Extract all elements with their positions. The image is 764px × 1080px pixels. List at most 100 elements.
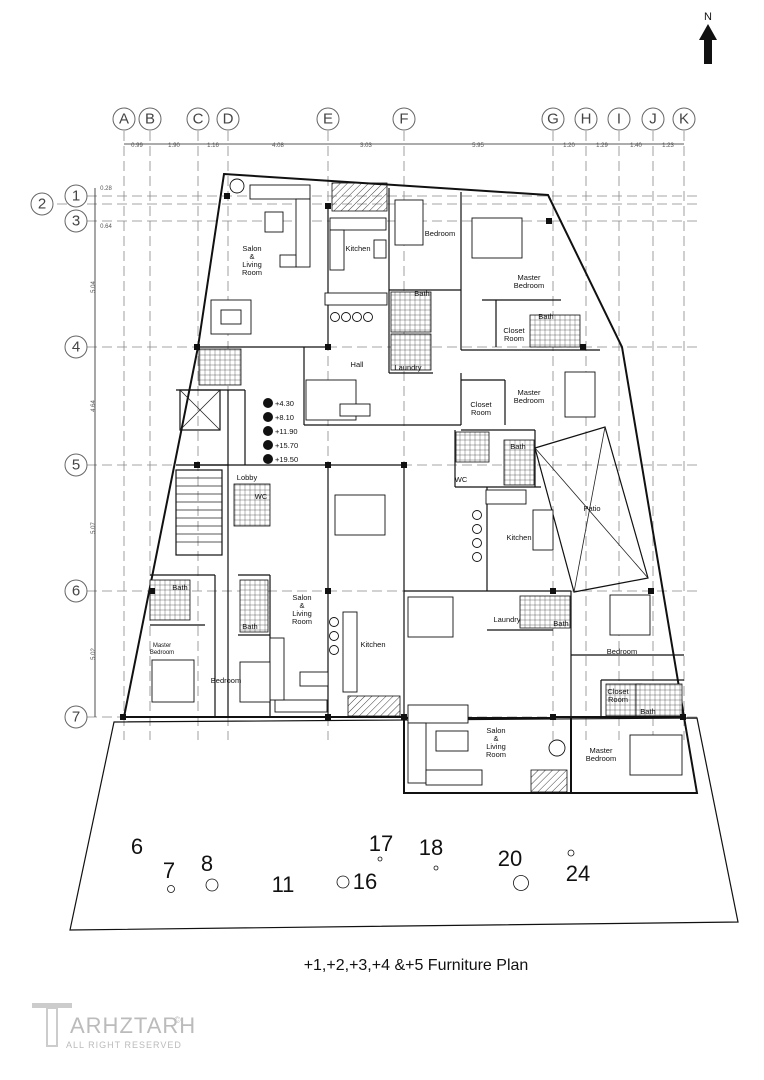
room-closet-e-2: Room xyxy=(471,408,491,417)
hatch-panel-n xyxy=(331,182,388,212)
dim-cd: 1.16 xyxy=(207,143,219,149)
room-master-e-2: Bedroom xyxy=(514,396,544,405)
level-2: +8.10 xyxy=(275,413,294,422)
room-bath-sw: Bath xyxy=(242,622,257,631)
grid-col-k: K xyxy=(679,111,689,128)
room-closet-ne-1: Closet xyxy=(503,326,525,335)
watermark-brand: ARHZTARH xyxy=(70,1013,196,1038)
room-patio: Patio xyxy=(583,504,600,513)
room-bedroom-se: Bedroom xyxy=(607,647,637,656)
grid-col-h: H xyxy=(581,111,592,128)
room-bath-ne: Bath xyxy=(538,312,553,321)
level-4: +15.70 xyxy=(275,441,298,450)
level-markers: +4.30 +8.10 +11.90 +15.70 +19.50 xyxy=(263,398,298,464)
patio xyxy=(534,426,649,593)
room-salon-nw-2: & xyxy=(249,252,254,261)
north-label: N xyxy=(704,11,712,23)
grid-row-1: 1 xyxy=(72,188,80,205)
hatch-panel-se xyxy=(530,769,568,793)
room-master-se-2: Bedroom xyxy=(586,754,616,763)
room-salon-se-2: & xyxy=(493,734,498,743)
parking-17: 17 xyxy=(369,831,393,856)
structural-columns xyxy=(120,193,686,720)
room-closet-ne-2: Room xyxy=(504,334,524,343)
dim-row-504: 5.04 xyxy=(91,281,97,293)
watermark-logo: ARHZTARH © ALL RIGHT RESERVED xyxy=(32,1003,196,1050)
room-closet-e-1: Closet xyxy=(470,400,492,409)
room-bedroom-n: Bedroom xyxy=(425,229,455,238)
grid-col-j: J xyxy=(649,111,657,128)
dim-row-464: 4.64 xyxy=(91,400,97,412)
room-master-ne-1: Master xyxy=(518,273,541,282)
room-salon-nw-1: Salon xyxy=(242,244,261,253)
room-salon-s-1: Salon xyxy=(292,593,311,602)
row-dimensions: 0.28 0.64 5.04 4.64 5.07 5.02 xyxy=(91,186,112,717)
watermark-copyright: © xyxy=(174,1015,181,1025)
room-master-sw-1: Master xyxy=(153,643,171,649)
parking-11: 11 xyxy=(272,872,295,897)
room-bedroom-sw: Bedroom xyxy=(211,676,241,685)
parking-6: 6 xyxy=(131,834,143,859)
wet-areas xyxy=(149,291,683,717)
dim-ij: 1.40 xyxy=(630,143,642,149)
dim-de: 4.08 xyxy=(272,143,284,149)
room-kitchen-e: Kitchen xyxy=(506,533,531,542)
north-arrow-icon: N xyxy=(699,11,717,64)
dim-hi: 1.29 xyxy=(596,143,608,149)
grid-col-f: F xyxy=(399,111,408,128)
grid-col-c: C xyxy=(193,111,204,128)
parking-numbers: 6 7 8 11 16 17 18 20 24 xyxy=(131,831,590,897)
room-salon-nw-4: Room xyxy=(242,268,262,277)
room-closet-se-1: Closet xyxy=(607,687,629,696)
grid-col-a: A xyxy=(119,111,129,128)
room-laundry-n: Laundry xyxy=(394,363,421,372)
grid-row-2: 2 xyxy=(38,196,46,213)
dim-row-507: 5.07 xyxy=(91,522,97,534)
room-salon-nw-3: Living xyxy=(242,260,262,269)
room-closet-se-2: Room xyxy=(608,695,628,704)
grid-row-3: 3 xyxy=(72,213,80,230)
dim-row-028: 0.28 xyxy=(100,186,112,192)
room-bath-n: Bath xyxy=(414,289,429,298)
room-salon-s-4: Room xyxy=(292,617,312,626)
dim-row-502: 5.02 xyxy=(91,648,97,660)
room-master-e-1: Master xyxy=(518,388,541,397)
dim-ef: 3.03 xyxy=(360,143,372,149)
stair xyxy=(175,389,223,556)
room-master-ne-2: Bedroom xyxy=(514,281,544,290)
room-salon-se-3: Living xyxy=(486,742,506,751)
grid-column-bubbles: A B C D E F G H I J K xyxy=(112,107,696,131)
plan-caption: +1,+2,+3,+4 &+5 Furniture Plan xyxy=(304,957,529,974)
dim-fg: 5.95 xyxy=(472,143,484,149)
room-bath-e: Bath xyxy=(510,442,525,451)
grid-row-7: 7 xyxy=(72,709,80,726)
level-1: +4.30 xyxy=(275,399,294,408)
room-bath-se2: Bath xyxy=(640,707,655,716)
room-salon-s-2: & xyxy=(299,601,304,610)
grid-col-d: D xyxy=(223,111,234,128)
room-salon-se-4: Room xyxy=(486,750,506,759)
room-kitchen-s: Kitchen xyxy=(360,640,385,649)
grid-col-i: I xyxy=(617,111,621,128)
dim-ab: 0.99 xyxy=(131,143,143,149)
room-laundry-se: Laundry xyxy=(493,615,520,624)
room-bath-se: Bath xyxy=(553,619,568,628)
grid-col-b: B xyxy=(145,111,155,128)
room-hall: Hall xyxy=(351,360,364,369)
room-master-se-1: Master xyxy=(590,746,613,755)
room-salon-se-1: Salon xyxy=(486,726,505,735)
room-labels: Salon & Living Room Kitchen Bedroom Mast… xyxy=(150,229,656,763)
column-dimensions: 0.99 1.90 1.16 4.08 3.03 5.95 1.20 1.29 … xyxy=(124,143,684,149)
room-bath-w: Bath xyxy=(172,583,187,592)
dim-bc: 1.90 xyxy=(168,143,180,149)
furniture xyxy=(151,178,683,786)
parking-8: 8 xyxy=(201,851,213,876)
parking-20: 20 xyxy=(498,846,522,871)
grid-row-4: 4 xyxy=(72,339,80,356)
parking-24: 24 xyxy=(566,861,590,886)
hatch-panel-s xyxy=(347,695,401,717)
room-wc-e: WC xyxy=(455,475,468,484)
watermark-sub: ALL RIGHT RESERVED xyxy=(66,1040,182,1050)
level-5: +19.50 xyxy=(275,455,298,464)
room-salon-s-3: Living xyxy=(292,609,312,618)
